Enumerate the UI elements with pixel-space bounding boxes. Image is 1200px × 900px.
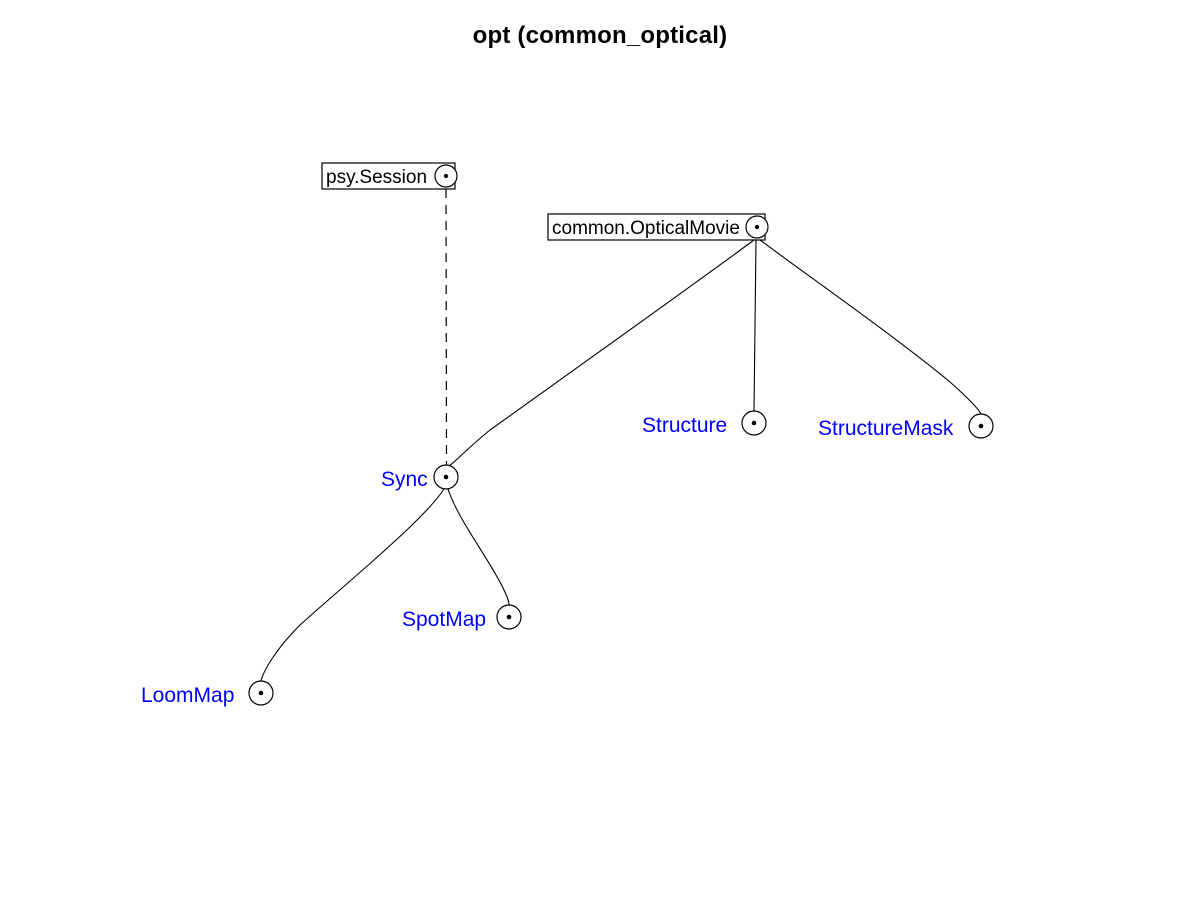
- edge-session-sync: [445, 188, 448, 466]
- node-spotmap[interactable]: SpotMap: [402, 604, 522, 631]
- node-label-structure: Structure: [642, 414, 727, 437]
- node-loommap[interactable]: LoomMap: [141, 680, 274, 707]
- node-label-loommap: LoomMap: [141, 684, 234, 707]
- node-dot-structure: [751, 420, 757, 426]
- node-dot-loommap: [258, 690, 264, 696]
- node-label-structuremask: StructureMask: [818, 417, 954, 440]
- node-common-opticalmovie[interactable]: common.OpticalMovie: [547, 213, 769, 241]
- node-structuremask[interactable]: StructureMask: [818, 413, 994, 440]
- node-dot-common-opticalmovie: [754, 224, 760, 230]
- edge-layer: [260, 188, 982, 682]
- node-structure[interactable]: Structure: [642, 410, 767, 437]
- node-label-common-opticalmovie: common.OpticalMovie: [552, 218, 740, 239]
- node-dot-spotmap: [506, 614, 512, 620]
- node-label-spotmap: SpotMap: [402, 608, 486, 631]
- edge-opticalmovie-structure: [753, 239, 757, 412]
- node-sync[interactable]: Sync: [381, 464, 459, 491]
- edge-sync-loommap: [260, 488, 445, 682]
- node-label-psy-session: psy.Session: [326, 167, 427, 188]
- node-label-sync: Sync: [381, 468, 428, 491]
- edge-opticalmovie-sync: [448, 239, 755, 467]
- node-box-common-opticalmovie[interactable]: [547, 213, 766, 241]
- node-psy-session[interactable]: psy.Session: [321, 162, 458, 190]
- node-dot-structuremask: [978, 423, 984, 429]
- edge-opticalmovie-structuremask: [759, 239, 982, 415]
- page-title: opt (common_optical): [472, 22, 728, 49]
- edge-sync-spotmap: [447, 488, 510, 606]
- node-box-psy-session[interactable]: [321, 162, 456, 190]
- node-dot-psy-session: [443, 173, 449, 179]
- node-dot-sync: [443, 474, 449, 480]
